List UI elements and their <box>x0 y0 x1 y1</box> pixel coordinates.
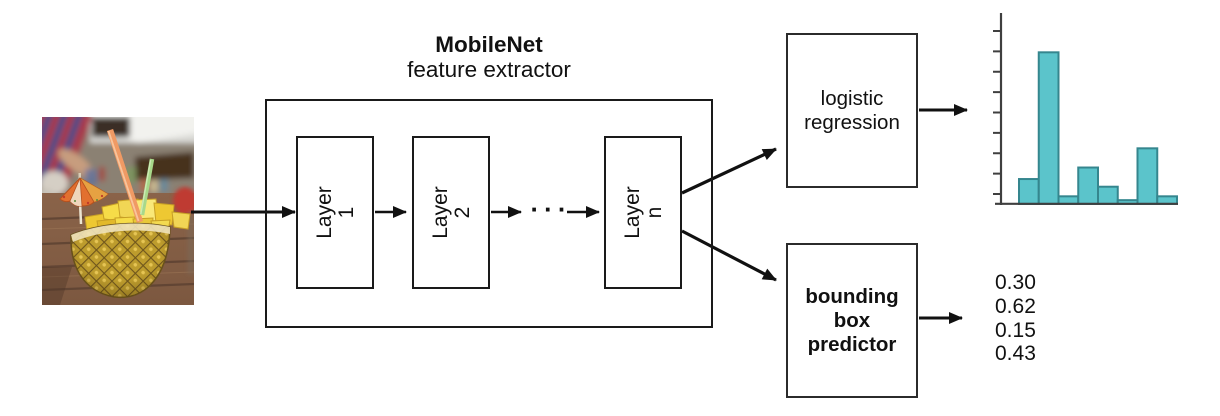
arrow-layern-to-bbox <box>681 229 777 282</box>
bar <box>1136 147 1159 206</box>
pineapple-cup <box>70 222 171 299</box>
ellipsis-dots: ··· <box>530 194 572 224</box>
layer-n-label: Layer n <box>620 186 666 239</box>
bbox-value: 0.43 <box>995 342 1036 366</box>
probability-chart <box>993 13 1178 206</box>
logistic-regression-label: logistic regression <box>804 86 900 134</box>
logistic-regression-box: logistic regression <box>786 33 918 188</box>
layer-1-label: Layer 1 <box>312 186 358 239</box>
bar <box>1037 51 1060 205</box>
bbox-value: 0.30 <box>995 271 1036 294</box>
bar <box>1018 178 1040 205</box>
cocktail-umbrella <box>59 173 109 207</box>
input-photo <box>42 117 194 305</box>
mobilenet-title: MobileNet <box>435 32 543 57</box>
mobilenet-title-group: MobileNet feature extractor <box>265 32 713 82</box>
layer-2-label: Layer 2 <box>428 186 474 239</box>
layer-2-box: Layer 2 <box>412 136 490 289</box>
bounding-box-predictor-label: bounding box predictor <box>805 284 899 356</box>
layer-n-box: Layer n <box>604 136 682 289</box>
bbox-value: 0.15 <box>995 318 1036 342</box>
bar <box>1097 185 1119 206</box>
straws <box>106 128 155 224</box>
arrow-layern-to-logistic <box>681 147 777 195</box>
mobilenet-box <box>265 99 713 328</box>
bbox-value: 0.62 <box>995 294 1036 318</box>
mobilenet-subtitle: feature extractor <box>407 57 571 82</box>
bounding-box-predictor-box: bounding box predictor <box>786 243 918 398</box>
bar <box>1077 166 1099 206</box>
layer-1-box: Layer 1 <box>296 136 374 289</box>
